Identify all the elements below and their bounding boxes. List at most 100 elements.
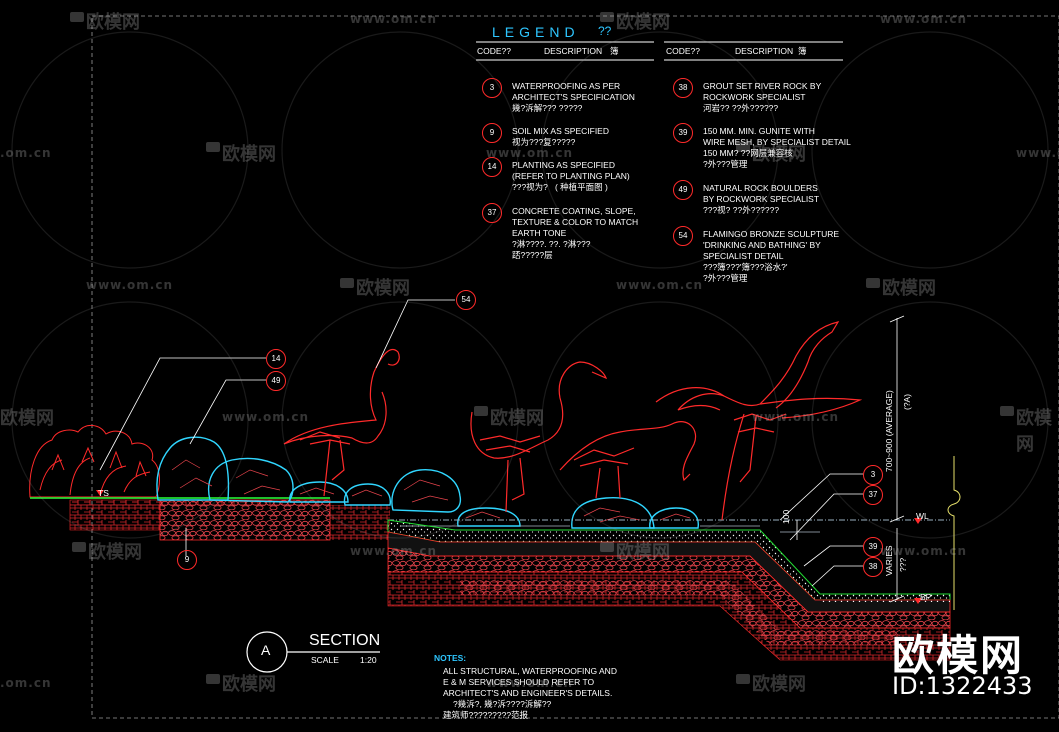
callout-38: 38 xyxy=(863,557,883,577)
watermark-logo: 欧模网 xyxy=(222,674,276,695)
legend-col2-code-header: CODE?? xyxy=(666,46,701,56)
dim-100: 100 xyxy=(781,509,791,524)
legend-col2-desc-suffix: 簿 xyxy=(798,46,807,56)
scale-label: SCALE xyxy=(311,655,339,665)
legend-item-line: 踎?????层 xyxy=(512,250,553,260)
watermark-logo: 欧模网 xyxy=(616,542,670,563)
watermark-url: www.om.cn xyxy=(222,410,310,424)
legend-item-line: FLAMINGO BRONZE SCULPTURE xyxy=(703,229,840,239)
legend-table-lines xyxy=(476,41,843,61)
legend-item-line: 河岩?? ??外?????? xyxy=(703,103,779,113)
planting-bed-brick xyxy=(69,499,161,531)
notes-line: 建筑师?????????范报 xyxy=(443,710,529,720)
sheet-border xyxy=(91,15,1059,719)
watermark-logo: 欧模网 xyxy=(490,408,544,429)
legend-item-line: 'DRINKING AND BATHING' BY xyxy=(703,240,821,250)
legend-code-badge: 14 xyxy=(482,157,502,177)
watermark-logo: 欧模网 xyxy=(752,674,806,695)
legend-item-line: WIRE MESH, BY SPECIALIST DETAIL xyxy=(703,137,851,147)
watermark-url: .om.cn xyxy=(0,146,52,160)
watermark-logo: 欧模网 xyxy=(752,144,806,165)
callout-39: 39 xyxy=(863,537,883,557)
flamingo-sculptures xyxy=(283,321,863,521)
scale-value: 1:20 xyxy=(360,655,377,665)
label-top-soil: TS xyxy=(98,488,109,498)
watermark-logo: 欧模网 xyxy=(0,408,54,429)
section-letter: A xyxy=(261,642,271,658)
watermark-logo: 欧模网 xyxy=(616,12,670,33)
legend-code-badge: 39 xyxy=(673,123,693,143)
legend-item-line: GROUT SET RIVER ROCK BY xyxy=(703,81,822,91)
legend-item-line: ?外???管理 xyxy=(703,159,748,169)
legend-item-line: ???簿???'簿???浴水?' xyxy=(703,262,788,272)
legend-item-line: WATERPROOFING AS PER xyxy=(512,81,621,91)
callout-9: 9 xyxy=(177,550,197,570)
dimension-lines xyxy=(796,315,905,603)
label-bottom-pond: BP xyxy=(920,592,932,602)
watermark-brand-logo: 欧模网 xyxy=(892,631,1025,680)
legend-item-line: SPECIALIST DETAIL xyxy=(703,251,784,261)
notes-line: ARCHITECT'S AND ENGINEER'S DETAILS. xyxy=(443,688,613,698)
callout-3: 3 xyxy=(863,465,883,485)
legend-code-badge: 3 xyxy=(482,78,502,98)
legend-code-badge: 37 xyxy=(482,203,502,223)
legend-item-line: 150 MM? ??网层兼容核 xyxy=(703,148,793,158)
legend-item-line: SOIL MIX AS SPECIFIED xyxy=(512,126,609,136)
watermark-url: www.om.cn xyxy=(486,676,574,690)
legend-item-line: (REFER TO PLANTING PLAN) xyxy=(512,171,630,181)
legend-item-line: ?淋????. ??. ?淋??? xyxy=(512,239,591,249)
watermark-logo: 欧模网 xyxy=(88,542,142,563)
label-water-level: WL xyxy=(916,511,929,521)
legend-item-line: ROCKWORK SPECIALIST xyxy=(703,92,806,102)
notes-line: ALL STRUCTURAL, WATERPROOFING AND xyxy=(443,666,617,676)
legend-item-line: ???视? ??外?????? xyxy=(703,205,780,215)
legend-col1-desc-suffix: 簿 xyxy=(610,46,619,56)
notes-line: E & M SERVICES SHOULD REFER TO xyxy=(443,677,595,687)
watermark-url: www.om.cn xyxy=(1016,146,1059,160)
legend-title-suffix: ?? xyxy=(598,24,612,38)
dim-height: 700~900 (AVERAGE) xyxy=(884,390,894,472)
legend-item-line: ???视为? ( 种植平面图 ) xyxy=(512,182,608,192)
callout-14: 14 xyxy=(266,349,286,369)
legend-item-line: TEXTURE & COLOR TO MATCH xyxy=(512,217,639,227)
watermark-url: www.om.cn xyxy=(486,146,574,160)
legend-item-line: PLANTING AS SPECIFIED xyxy=(512,160,615,170)
rock-texture xyxy=(171,459,691,523)
legend-item-line: CONCRETE COATING, SLOPE, xyxy=(512,206,636,216)
section-title: SECTION xyxy=(309,632,381,649)
legend-item-line: 幾?泝解??? ????? xyxy=(512,103,583,113)
watermark-url: www.om.cn xyxy=(752,410,840,424)
level-markers xyxy=(96,490,922,604)
watermark-url: www.om.cn xyxy=(86,278,174,292)
legend-item-line: NATURAL ROCK BOULDERS xyxy=(703,183,818,193)
callout-54: 54 xyxy=(456,290,476,310)
watermark-logo: 欧模网 xyxy=(222,144,276,165)
watermark-url: .om.cn xyxy=(0,676,52,690)
watermark-logo: 欧模网 xyxy=(356,278,410,299)
legend-col1-desc-header: DESCRIPTION xyxy=(544,46,603,56)
notes-line: ?幾泝?, 幾?泝????泝解?? xyxy=(453,699,552,709)
callout-37: 37 xyxy=(863,485,883,505)
legend-col2-desc-header: DESCRIPTION xyxy=(735,46,794,56)
legend-col1-code-header: CODE?? xyxy=(477,46,512,56)
soil-mix-left xyxy=(159,499,331,541)
legend-item-line: 视为???复????? xyxy=(512,137,576,147)
watermark-logo: 欧模网 xyxy=(1016,408,1052,455)
legend-title: LEGEND xyxy=(492,24,580,40)
callout-49: 49 xyxy=(266,371,286,391)
watermark-url: www.om.cn xyxy=(880,544,968,558)
watermark-logo-marks xyxy=(70,12,1014,684)
legend-item-line: EARTH TONE xyxy=(512,228,567,238)
label-varies-note: ??? xyxy=(898,557,908,572)
legend-item-line: 150 MM. MIN. GUNITE WITH xyxy=(703,126,815,136)
legend-item-line: BY ROCKWORK SPECIALIST xyxy=(703,194,820,204)
dim-height-note: (?A) xyxy=(902,393,912,410)
watermark-logo: 欧模网 xyxy=(882,278,936,299)
notes-title: NOTES: xyxy=(434,653,467,663)
leader-lines xyxy=(99,299,863,587)
watermark-url: www.om.cn xyxy=(350,12,438,26)
legend-code-badge: 9 xyxy=(482,123,502,143)
rock-boulders xyxy=(156,436,699,529)
legend-code-badge: 49 xyxy=(673,180,693,200)
